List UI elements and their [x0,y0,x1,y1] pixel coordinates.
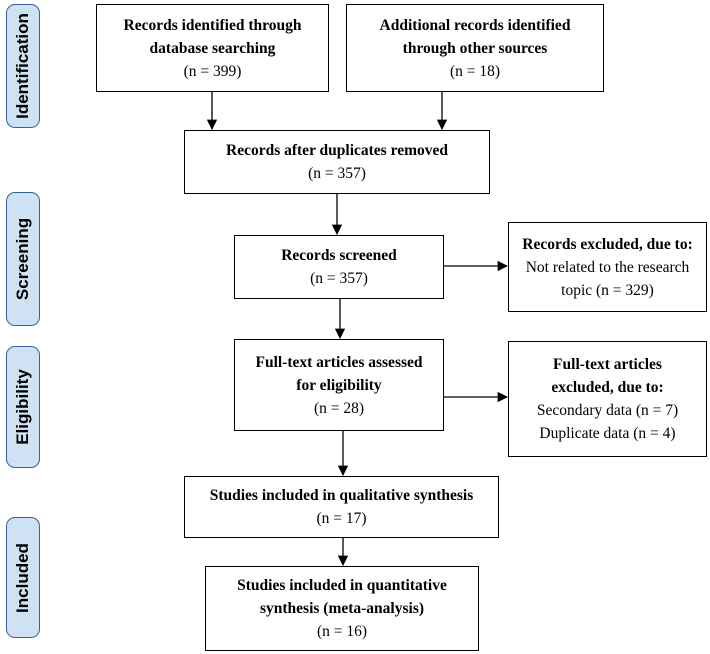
after-duplicates-label: Records after duplicates removed [226,142,448,159]
quantitative-count: (n = 16) [316,623,368,640]
records-excluded-line-2: topic (n = 329) [561,281,654,299]
box-fulltext-assessed: Full-text articles assessed for eligibil… [234,339,444,431]
phase-screening: Screening [6,192,40,326]
box-quantitative: Studies included in quantitative synthes… [205,566,479,651]
box-other-sources: Additional records identified through ot… [346,4,604,92]
fulltext-excluded-line-1: Full-text articles [553,356,662,373]
other-sources-line-2: through other sources [402,39,548,57]
qualitative-label: Studies included in qualitative synthesi… [209,487,474,504]
fulltext-excluded-reason-1: Secondary data (n = 7) [536,402,679,419]
qualitative-count: (n = 17) [316,510,367,527]
db-search-line-2: database searching [149,39,276,57]
box-records-screened: Records screened (n = 357) [234,235,444,299]
box-records-excluded: Records excluded, due to: Not related to… [508,222,707,312]
fulltext-excluded-line-2: excluded, due to: [551,379,664,396]
quantitative-line-1: Studies included in quantitative [237,577,447,594]
box-qualitative: Studies included in qualitative synthesi… [184,476,499,538]
db-search-count: (n = 399) [183,62,242,80]
fulltext-assessed-line-2: for eligibility [296,376,382,394]
fulltext-excluded-reason-2: Duplicate data (n = 4) [539,425,676,442]
screened-label: Records screened [281,247,397,264]
fulltext-assessed-count: (n = 28) [313,399,365,417]
other-sources-line-1: Additional records identified [379,16,571,34]
phase-included: Included [6,517,40,638]
phase-eligibility: Eligibility [6,346,40,468]
other-sources-count: (n = 18) [449,62,501,80]
db-search-line-1: Records identified through [123,16,302,34]
phase-identification: Identification [6,4,40,128]
fulltext-assessed-line-1: Full-text articles assessed [255,353,423,371]
box-database-search: Records identified through database sear… [96,4,329,92]
box-fulltext-excluded: Full-text articles excluded, due to: Sec… [508,341,707,457]
quantitative-line-2: synthesis (meta-analysis) [259,600,425,617]
screened-count: (n = 357) [310,270,368,287]
box-after-duplicates: Records after duplicates removed (n = 35… [184,130,490,194]
records-excluded-title: Records excluded, due to: [522,235,693,253]
after-duplicates-count: (n = 357) [308,165,366,182]
records-excluded-line-1: Not related to the research [525,258,690,276]
